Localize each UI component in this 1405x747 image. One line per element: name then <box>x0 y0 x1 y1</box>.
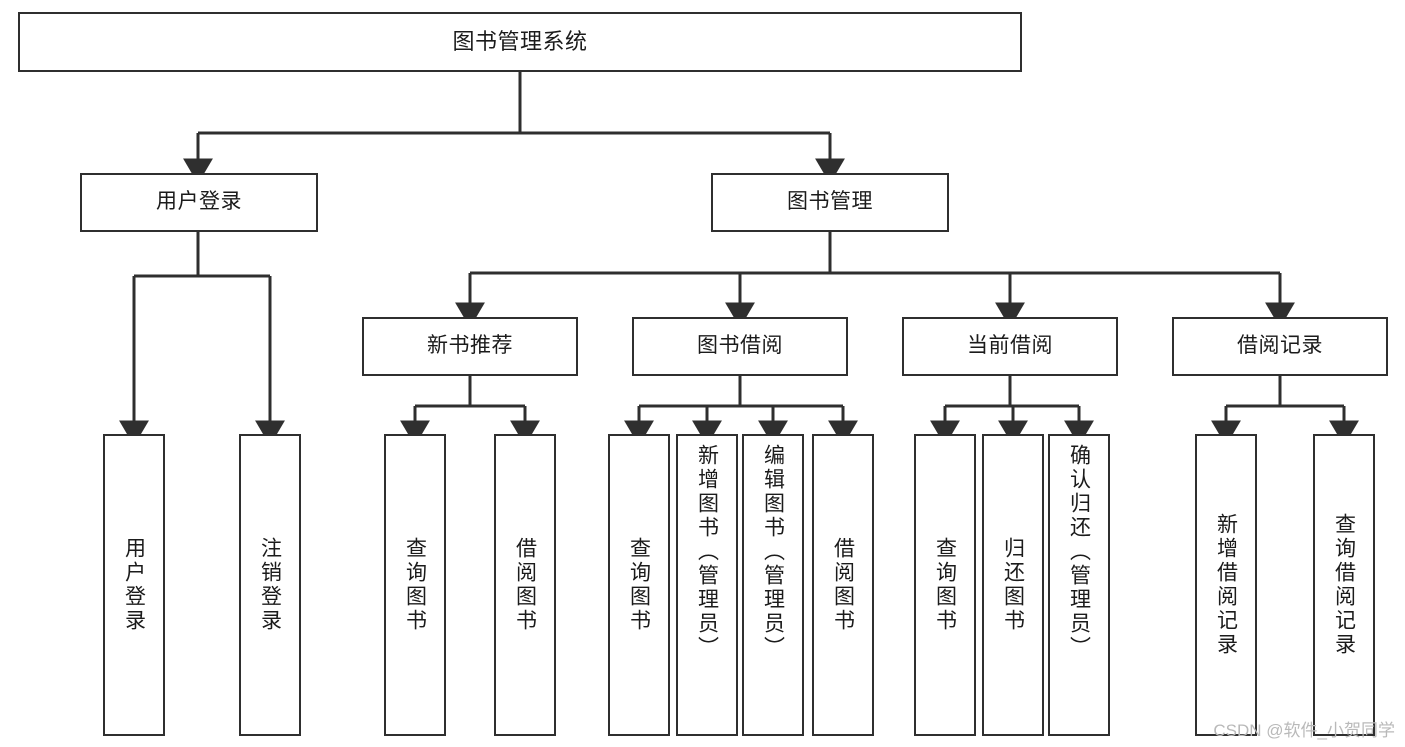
node-leaf-user-logout[interactable]: 注销登录 <box>239 434 301 736</box>
node-leaf-user-login[interactable]: 用户登录 <box>103 434 165 736</box>
node-book-management-label: 图书管理 <box>787 190 873 214</box>
node-leaf-query-book-2-label: 查询图书 <box>627 537 651 633</box>
node-leaf-borrow-book-2-label: 借阅图书 <box>831 537 855 633</box>
node-leaf-user-logout-label: 注销登录 <box>258 537 282 633</box>
node-leaf-query-book-3[interactable]: 查询图书 <box>914 434 976 736</box>
node-leaf-add-record[interactable]: 新增借阅记录 <box>1195 434 1257 736</box>
node-leaf-query-book-1[interactable]: 查询图书 <box>384 434 446 736</box>
watermark-text: CSDN @软件_小贺同学 <box>1213 721 1395 740</box>
node-new-book-recommend[interactable]: 新书推荐 <box>362 317 578 376</box>
node-book-management[interactable]: 图书管理 <box>711 173 949 232</box>
node-book-borrow-label: 图书借阅 <box>697 334 783 358</box>
node-leaf-borrow-book-1-label: 借阅图书 <box>513 537 537 633</box>
node-leaf-borrow-book-1[interactable]: 借阅图书 <box>494 434 556 736</box>
node-user-login[interactable]: 用户登录 <box>80 173 318 232</box>
node-root-label: 图书管理系统 <box>452 29 588 55</box>
node-leaf-borrow-book-2[interactable]: 借阅图书 <box>812 434 874 736</box>
node-leaf-confirm-return-label: 确认归还（管理员） <box>1067 444 1091 660</box>
node-leaf-edit-book-label: 编辑图书（管理员） <box>761 444 785 660</box>
node-root[interactable]: 图书管理系统 <box>18 12 1022 72</box>
node-leaf-user-login-label: 用户登录 <box>122 537 146 633</box>
node-leaf-return-book[interactable]: 归还图书 <box>982 434 1044 736</box>
node-leaf-add-book-label: 新增图书（管理员） <box>695 444 719 660</box>
node-leaf-return-book-label: 归还图书 <box>1001 537 1025 633</box>
node-leaf-add-book[interactable]: 新增图书（管理员） <box>676 434 738 736</box>
node-leaf-query-record-label: 查询借阅记录 <box>1332 513 1356 657</box>
node-borrow-record[interactable]: 借阅记录 <box>1172 317 1388 376</box>
node-leaf-query-book-3-label: 查询图书 <box>933 537 957 633</box>
node-current-borrow[interactable]: 当前借阅 <box>902 317 1118 376</box>
node-leaf-query-book-2[interactable]: 查询图书 <box>608 434 670 736</box>
node-leaf-edit-book[interactable]: 编辑图书（管理员） <box>742 434 804 736</box>
node-current-borrow-label: 当前借阅 <box>967 334 1053 358</box>
node-leaf-query-book-1-label: 查询图书 <box>403 537 427 633</box>
node-user-login-label: 用户登录 <box>156 190 242 214</box>
node-borrow-record-label: 借阅记录 <box>1237 334 1323 358</box>
node-leaf-add-record-label: 新增借阅记录 <box>1214 513 1238 657</box>
node-leaf-confirm-return[interactable]: 确认归还（管理员） <box>1048 434 1110 736</box>
node-new-book-recommend-label: 新书推荐 <box>427 334 513 358</box>
node-book-borrow[interactable]: 图书借阅 <box>632 317 848 376</box>
node-leaf-query-record[interactable]: 查询借阅记录 <box>1313 434 1375 736</box>
